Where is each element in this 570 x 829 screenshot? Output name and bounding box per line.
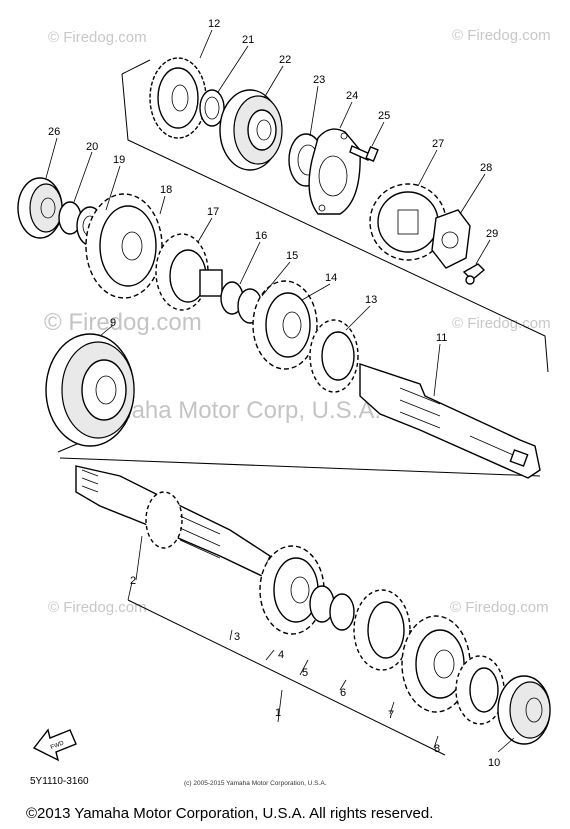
gear-18 [85, 193, 163, 299]
gear-17 [155, 233, 223, 311]
gear-13 [309, 319, 359, 393]
callout-25: 25 [378, 110, 390, 122]
callout-24: 24 [346, 90, 358, 102]
drive-axle-bracket [127, 581, 446, 756]
callout-4: 4 [278, 649, 284, 661]
gear-8 [455, 655, 505, 725]
callout-11: 11 [436, 332, 447, 344]
watermark-firedog-bottom-left: © Firedog.com [48, 599, 147, 616]
callout-29: 29 [486, 228, 498, 240]
callout-17: 17 [207, 206, 219, 218]
callout-20: 20 [86, 141, 98, 153]
bolt-29 [462, 263, 486, 285]
callout-2: 2 [130, 575, 136, 587]
callout-26: 26 [48, 126, 60, 138]
bearing-9 [45, 333, 135, 447]
gear-3 [259, 545, 325, 635]
watermark-firedog-bottom-right: © Firedog.com [450, 599, 549, 616]
callout-12: 12 [208, 18, 220, 30]
gear-14 [252, 280, 318, 370]
leader-lines [45, 29, 515, 753]
callout-23: 23 [313, 74, 325, 86]
callout-15: 15 [286, 250, 298, 262]
fwd-arrow-icon: FWD [32, 728, 77, 762]
washer-21 [199, 89, 225, 127]
bolt-25 [349, 145, 379, 162]
bearing-26 [17, 177, 63, 239]
watermark-firedog-mid-right: © Firedog.com [452, 315, 551, 332]
circlip-5 [329, 593, 355, 631]
bearing-22 [219, 89, 283, 171]
copyright-notice: ©2013 Yamaha Motor Corporation, U.S.A. A… [26, 805, 434, 822]
callout-labels: 12 21 22 23 24 25 26 20 19 18 17 16 15 1… [48, 18, 500, 769]
callout-19: 19 [113, 154, 125, 166]
callout-6: 6 [340, 687, 346, 699]
fwd-label: FWD [50, 740, 66, 751]
callout-3: 3 [234, 631, 240, 643]
drive-sprocket-27 [369, 183, 447, 261]
callout-28: 28 [480, 162, 492, 174]
callout-22: 22 [279, 54, 291, 66]
bearing-10 [497, 675, 551, 745]
callout-27: 27 [432, 138, 444, 150]
callout-7: 7 [388, 709, 394, 721]
gear-6 [353, 589, 411, 671]
main-axle-11 [359, 363, 541, 479]
gear-12 [149, 57, 207, 139]
callout-14: 14 [325, 272, 337, 284]
drive-axle-2 [75, 465, 271, 577]
callout-9: 9 [110, 317, 116, 329]
gear-7 [401, 615, 471, 713]
callout-5: 5 [302, 667, 308, 679]
callout-13: 13 [365, 294, 377, 306]
lock-washer-28 [431, 209, 471, 269]
callout-10: 10 [488, 757, 500, 769]
callout-16: 16 [255, 230, 267, 242]
callout-8: 8 [434, 743, 440, 755]
callout-1: 1 [275, 707, 281, 719]
callout-18: 18 [160, 184, 172, 196]
callout-21: 21 [242, 34, 254, 46]
watermark-firedog-top-left: © Firedog.com [48, 29, 147, 46]
watermark-firedog-top-right: © Firedog.com [452, 27, 551, 44]
sprocket-assembly-bracket [121, 59, 549, 373]
retainer-plate-24 [308, 128, 361, 215]
watermark-firedog-large: © Firedog.com [44, 309, 202, 336]
diagram-small-copyright: (c) 2005-2015 Yamaha Motor Corporation, … [184, 780, 327, 787]
diagram-part-code: 5Y1110-3160 [30, 776, 89, 787]
